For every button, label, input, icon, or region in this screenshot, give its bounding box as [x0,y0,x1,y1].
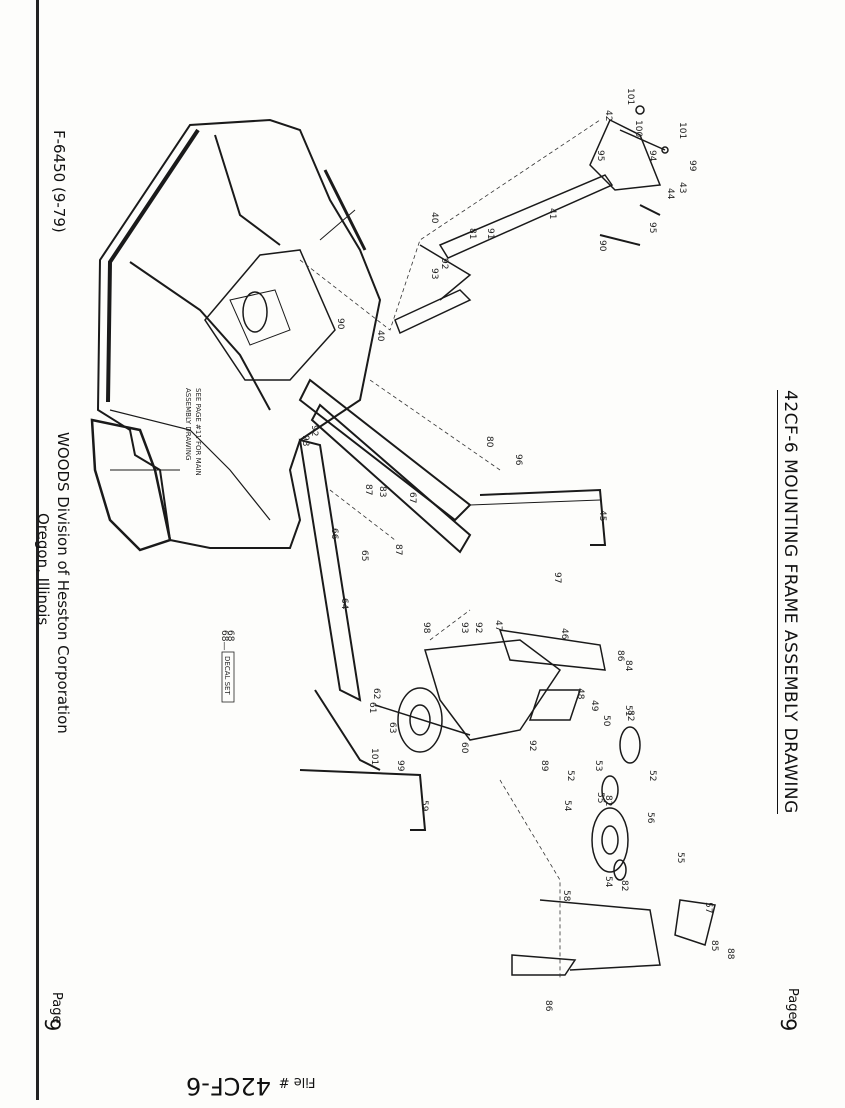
part-callout: 51 [623,705,633,716]
part-callout: 44 [665,188,675,200]
part-callout: 92 [309,425,319,436]
part-callout: 90 [335,318,345,330]
page-number-left: 9 [40,1018,64,1032]
see-page-note-line1: SEE PAGE #11 FOR MAIN [194,388,202,476]
part-callout: 55 [595,792,605,803]
company-line: WOODS Division of Hesston Corporation [54,432,72,734]
decal-label: DECAL SET [223,656,231,695]
part-callout: 88 [725,948,735,960]
part-callout: 65 [359,550,369,561]
part-callout: 91 [485,228,495,239]
part-callout: 68 [225,630,235,642]
part-callout: 90 [597,240,607,252]
drive-components [374,629,716,976]
part-callout: 54 [603,876,613,888]
decal-number: 68— [219,630,229,650]
part-callout: 52 [647,770,657,781]
part-callout: 96 [513,454,523,466]
form-number: F-6450 (9-79) [50,130,68,233]
part-callout: 92 [473,622,483,633]
part-callout: 93 [429,268,439,279]
part-callout: 100 [633,120,643,137]
part-callout: 86 [615,650,625,662]
part-callout: 99 [395,760,405,772]
part-callout: 47 [493,620,503,631]
part-callout: 95 [595,150,605,161]
part-callout: 54 [562,800,572,812]
part-callout: 93 [459,622,469,633]
part-callout: 60 [459,742,469,754]
part-callout: 40 [429,212,439,224]
part-callout: 41 [547,208,557,219]
part-callout: 83 [377,486,387,497]
part-callout: 87 [363,484,373,495]
part-callout: 58 [561,890,571,902]
frame-arms [298,378,607,831]
part-callout: 49 [589,700,599,712]
part-callout: 80 [484,436,494,448]
part-callout: 64 [339,598,349,610]
part-callout: 92 [439,258,449,269]
part-callout: 53 [593,760,603,771]
part-callout: 63 [387,722,397,733]
part-callout: 87 [393,544,403,555]
part-callout: 57 [703,902,713,913]
part-callout: 97 [552,572,562,583]
upper-linkage [394,105,669,335]
part-callout: 82 [603,795,613,806]
part-callout: 46 [559,628,569,640]
location-line: Oregon, Illinois [34,513,52,626]
part-callout: 45 [597,510,607,521]
part-callout: 43 [677,182,687,193]
part-callout: 52 [565,770,575,781]
part-callout: 89 [539,760,549,772]
part-callout: 82 [619,880,629,891]
part-callout: 92 [527,740,537,751]
part-callout: 95 [647,222,657,233]
part-callout: 40 [375,330,385,342]
part-callout: 85 [709,940,719,951]
part-callout: 101 [677,122,687,139]
part-callout: 42 [603,110,613,121]
drawing-title: 42CF-6 MOUNTING FRAME ASSEMBLY DRAWING [777,390,800,814]
part-callout: 56 [645,812,655,824]
part-callout: 48 [575,688,585,700]
decal-callout: 68— DECAL SET [219,630,235,703]
part-callout: 86 [543,1000,553,1012]
part-callout: 99 [687,160,697,172]
part-callout: 98 [421,622,431,634]
part-callout: 84 [623,660,633,672]
file-number: File # 42CF-6 [186,1072,315,1100]
part-callout: 61 [367,702,377,713]
part-callout: 101 [369,748,379,765]
page-label-right: Page [785,988,800,1020]
part-callout: 93 [300,435,310,446]
part-callout: 62 [371,688,381,699]
part-callout: 82 [625,710,635,721]
binding-edge [36,0,39,1100]
page-number-right: 9 [776,1018,800,1032]
file-number-value: 42CF-6 [186,1072,272,1100]
part-callout: 59 [419,800,429,812]
see-page-note-line2: ASSEMBLY DRAWING [184,388,192,460]
part-callout: 66 [329,528,339,540]
part-callout: 67 [407,492,417,503]
see-page-note: SEE PAGE #11 FOR MAIN ASSEMBLY DRAWING [184,388,202,476]
file-prefix: File # [278,1074,316,1089]
part-callout: 50 [601,715,611,727]
explode-lines [299,119,601,980]
part-callout: 81 [467,228,477,239]
mower-deck [90,118,382,552]
part-callout: 55 [675,852,685,863]
part-callout: 101 [625,88,635,105]
part-callout: 94 [647,150,657,162]
callout-layer: 1014210094101994395449590414091819293409… [225,88,735,1012]
